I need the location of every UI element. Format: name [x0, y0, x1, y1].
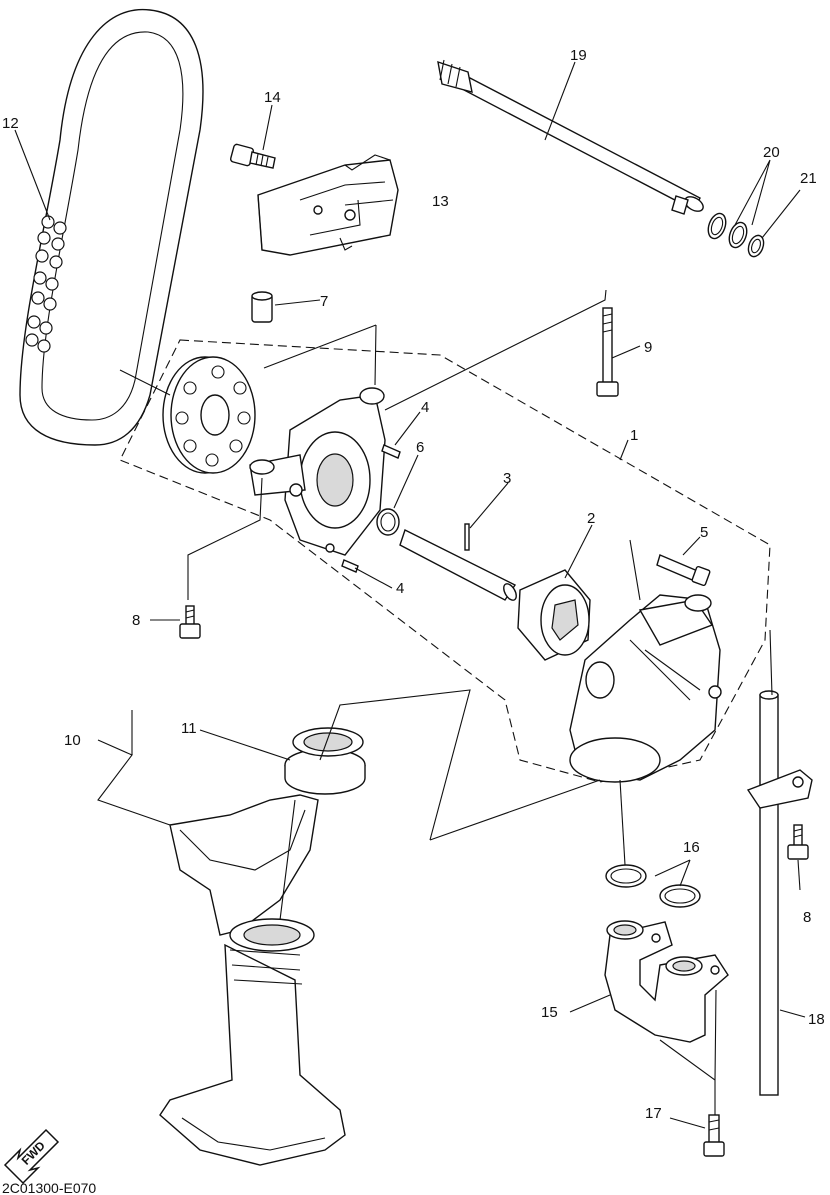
callout-7: 7 [320, 293, 328, 310]
pump-housing [569, 594, 722, 783]
part-12-oil-pump-chain [19, 8, 204, 446]
part-14-bolt [229, 143, 276, 169]
leader-lines [14, 61, 806, 1129]
callout-numbers: 12 14 13 19 20 21 7 9 4 6 1 3 2 5 4 8 11… [2, 47, 825, 1122]
part-3-pin [464, 523, 470, 551]
callout-13: 13 [432, 193, 449, 210]
sprocket [162, 356, 256, 474]
callout-2: 2 [587, 510, 595, 527]
callout-20: 20 [763, 144, 780, 161]
part-16-o-rings [605, 864, 701, 908]
callout-10: 10 [64, 732, 81, 749]
callout-15: 15 [541, 1004, 558, 1021]
pump-cover [249, 387, 386, 556]
part-10-oil-strainer [159, 794, 346, 1166]
part-8-bolt-right [787, 824, 809, 860]
callout-6: 6 [416, 439, 424, 456]
inner-shaft [399, 529, 517, 601]
part-21-o-ring [747, 234, 765, 258]
callout-11: 11 [181, 720, 197, 737]
callout-17: 17 [645, 1105, 662, 1122]
part-18-tube [746, 690, 813, 1096]
callout-18: 18 [808, 1011, 825, 1028]
part-20-o-rings [707, 212, 748, 249]
callout-4-lower: 4 [396, 580, 404, 597]
part-17-bolt [703, 1114, 725, 1157]
callout-16: 16 [683, 839, 700, 856]
part-19-shaft [437, 59, 704, 215]
callout-8-left: 8 [132, 612, 140, 629]
part-6-o-ring [376, 508, 400, 536]
callout-3: 3 [503, 470, 511, 487]
callout-12: 12 [2, 115, 19, 132]
part-8-bolt-left [179, 605, 201, 639]
callout-9: 9 [644, 339, 652, 356]
callout-1: 1 [630, 427, 638, 444]
part-5-bolt [656, 554, 711, 587]
callout-21: 21 [800, 170, 817, 187]
part-7-collar [251, 291, 273, 323]
fwd-arrow-icon: FWD [3, 1128, 60, 1185]
part-13-chain-guide [257, 154, 399, 256]
drawing-code: 2C01300-E070 [2, 1180, 96, 1195]
callout-8-right: 8 [803, 909, 811, 926]
part-4-dowel-pins [341, 444, 401, 573]
callout-19: 19 [570, 47, 587, 64]
callout-4-upper: 4 [421, 399, 429, 416]
callout-14: 14 [264, 89, 281, 106]
callout-5: 5 [700, 524, 708, 541]
part-11-seal [284, 727, 366, 795]
part-9-long-bolt [596, 307, 619, 397]
part-15-oil-pipe [604, 920, 729, 1043]
part-2-rotor [517, 569, 591, 661]
